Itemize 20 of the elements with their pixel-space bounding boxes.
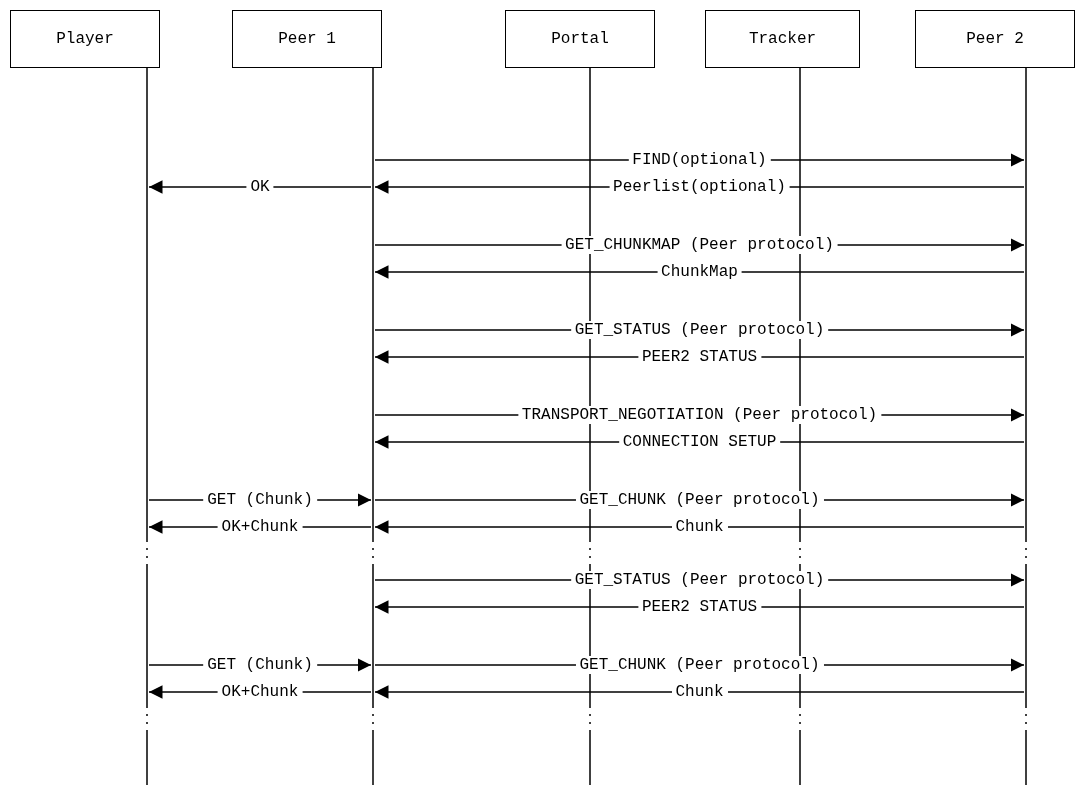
message-label: GET_CHUNK (Peer protocol) — [575, 491, 824, 509]
participant-box: Portal — [505, 10, 655, 68]
participant-box: Peer 1 — [232, 10, 382, 68]
participant-box: Player — [10, 10, 160, 68]
participant-box: Peer 2 — [915, 10, 1075, 68]
message-label: GET_CHUNK (Peer protocol) — [575, 656, 824, 674]
message-label: ChunkMap — [657, 263, 742, 281]
message-arrow — [374, 685, 1025, 699]
message-label: Peerlist(optional) — [609, 178, 790, 196]
message-label: FIND(optional) — [628, 151, 771, 169]
message-label: GET_CHUNKMAP (Peer protocol) — [561, 236, 838, 254]
message-label: GET (Chunk) — [203, 656, 317, 674]
participant-box: Tracker — [705, 10, 860, 68]
message-arrow — [374, 265, 1025, 279]
message-label: GET_STATUS (Peer protocol) — [570, 321, 829, 339]
message-arrow — [374, 520, 1025, 534]
message-label: TRANSPORT_NEGOTIATION (Peer protocol) — [517, 406, 882, 424]
message-label: GET_STATUS (Peer protocol) — [570, 571, 829, 589]
message-label: GET (Chunk) — [203, 491, 317, 509]
message-arrow — [148, 180, 372, 194]
